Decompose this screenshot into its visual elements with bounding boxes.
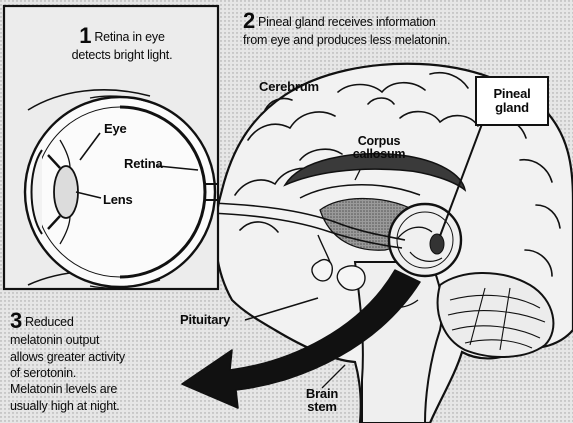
label-cerebrum: Cerebrum [259,80,319,93]
label-eye: Eye [104,122,127,135]
label-pineal-gland: Pineal gland [475,76,549,126]
step-three-line2: melatonin output [10,333,99,347]
label-retina: Retina [124,157,163,170]
label-brain-stem: Brain stem [298,387,346,414]
label-corpus-line2: callosum [353,147,406,161]
step-three-number: 3 [10,308,22,333]
step-three-line4: of serotonin. [10,366,76,380]
step-two-line1: Pineal gland receives information [258,15,436,29]
step-one-number: 1 [79,23,91,48]
step-two-number: 2 [243,8,255,33]
pineal-magnifier-icon [389,204,461,276]
label-pituitary: Pituitary [180,313,230,326]
step-three-line3: allows greater activity [10,350,125,364]
label-brainstem-line2: stem [307,399,337,414]
step-three-line6: usually high at night. [10,399,120,413]
step-three-line1: Reduced [25,315,74,329]
step-two-line2: from eye and produces less melatonin. [243,33,450,47]
label-pineal-line2: gland [495,100,529,115]
step-one-line1: Retina in eye [94,30,164,44]
step-one-line2: detects bright light. [72,48,173,62]
label-lens: Lens [103,193,133,206]
step-three-line5: Melatonin levels are [10,382,117,396]
label-corpus-callosum: Corpus callosum [334,135,424,161]
